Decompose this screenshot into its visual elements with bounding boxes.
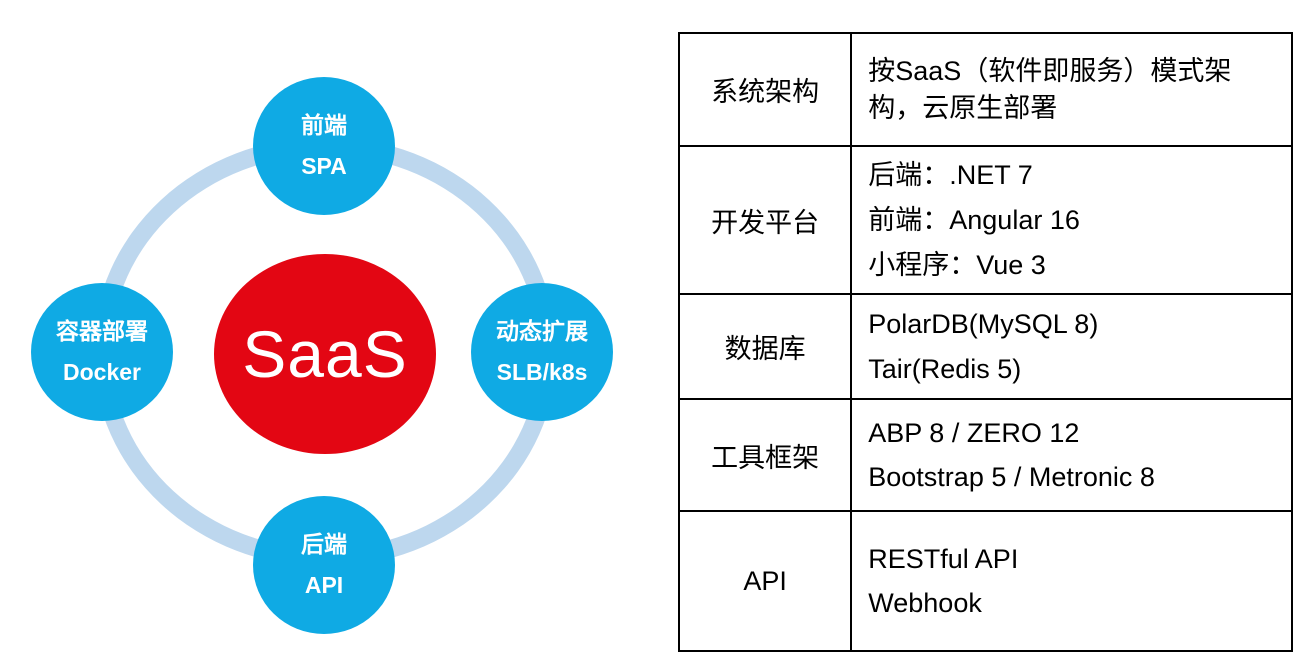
node-label: 前端: [301, 112, 347, 139]
diagram-node-frontend: 前端 SPA: [253, 77, 395, 215]
table-row: 工具框架 ABP 8 / ZERO 12 Bootstrap 5 / Metro…: [677, 398, 1293, 513]
diagram-node-backend: 后端 API: [253, 496, 395, 634]
diagram-center-circle: SaaS: [214, 254, 436, 454]
row-label: 数据库: [677, 293, 853, 401]
row-value: RESTful API Webhook: [850, 510, 1293, 653]
diagram-center-label: SaaS: [242, 317, 408, 391]
row-value: ABP 8 / ZERO 12 Bootstrap 5 / Metronic 8: [850, 398, 1293, 513]
spec-table: 系统架构 按SaaS（软件即服务）模式架 构，云原生部署 开发平台 后端：.NE…: [677, 32, 1293, 653]
diagram-node-container: 容器部署 Docker: [31, 283, 173, 421]
node-sublabel: SPA: [301, 153, 347, 179]
node-label: 容器部署: [56, 318, 148, 345]
diagram-node-scaling: 动态扩展 SLB/k8s: [471, 283, 613, 421]
row-label: 工具框架: [677, 398, 853, 513]
table-row: 数据库 PolarDB(MySQL 8) Tair(Redis 5): [677, 293, 1293, 401]
table-row: 系统架构 按SaaS（软件即服务）模式架 构，云原生部署: [677, 32, 1293, 147]
node-label: 后端: [301, 531, 347, 558]
table-row: 开发平台 后端：.NET 7 前端：Angular 16 小程序：Vue 3: [677, 144, 1293, 296]
saas-architecture-diagram: 前端 SPA 动态扩展 SLB/k8s 后端 API 容器部署 Docker S…: [31, 77, 613, 634]
row-value: 按SaaS（软件即服务）模式架 构，云原生部署: [850, 32, 1293, 147]
row-label: 系统架构: [677, 32, 853, 147]
row-value: 后端：.NET 7 前端：Angular 16 小程序：Vue 3: [850, 144, 1293, 296]
node-sublabel: Docker: [63, 359, 141, 385]
row-label: API: [677, 510, 853, 653]
node-sublabel: API: [304, 572, 344, 598]
table-row: API RESTful API Webhook: [677, 510, 1293, 653]
node-label: 动态扩展: [496, 318, 588, 345]
node-sublabel: SLB/k8s: [496, 359, 588, 385]
row-label: 开发平台: [677, 144, 853, 296]
row-value: PolarDB(MySQL 8) Tair(Redis 5): [850, 293, 1293, 401]
